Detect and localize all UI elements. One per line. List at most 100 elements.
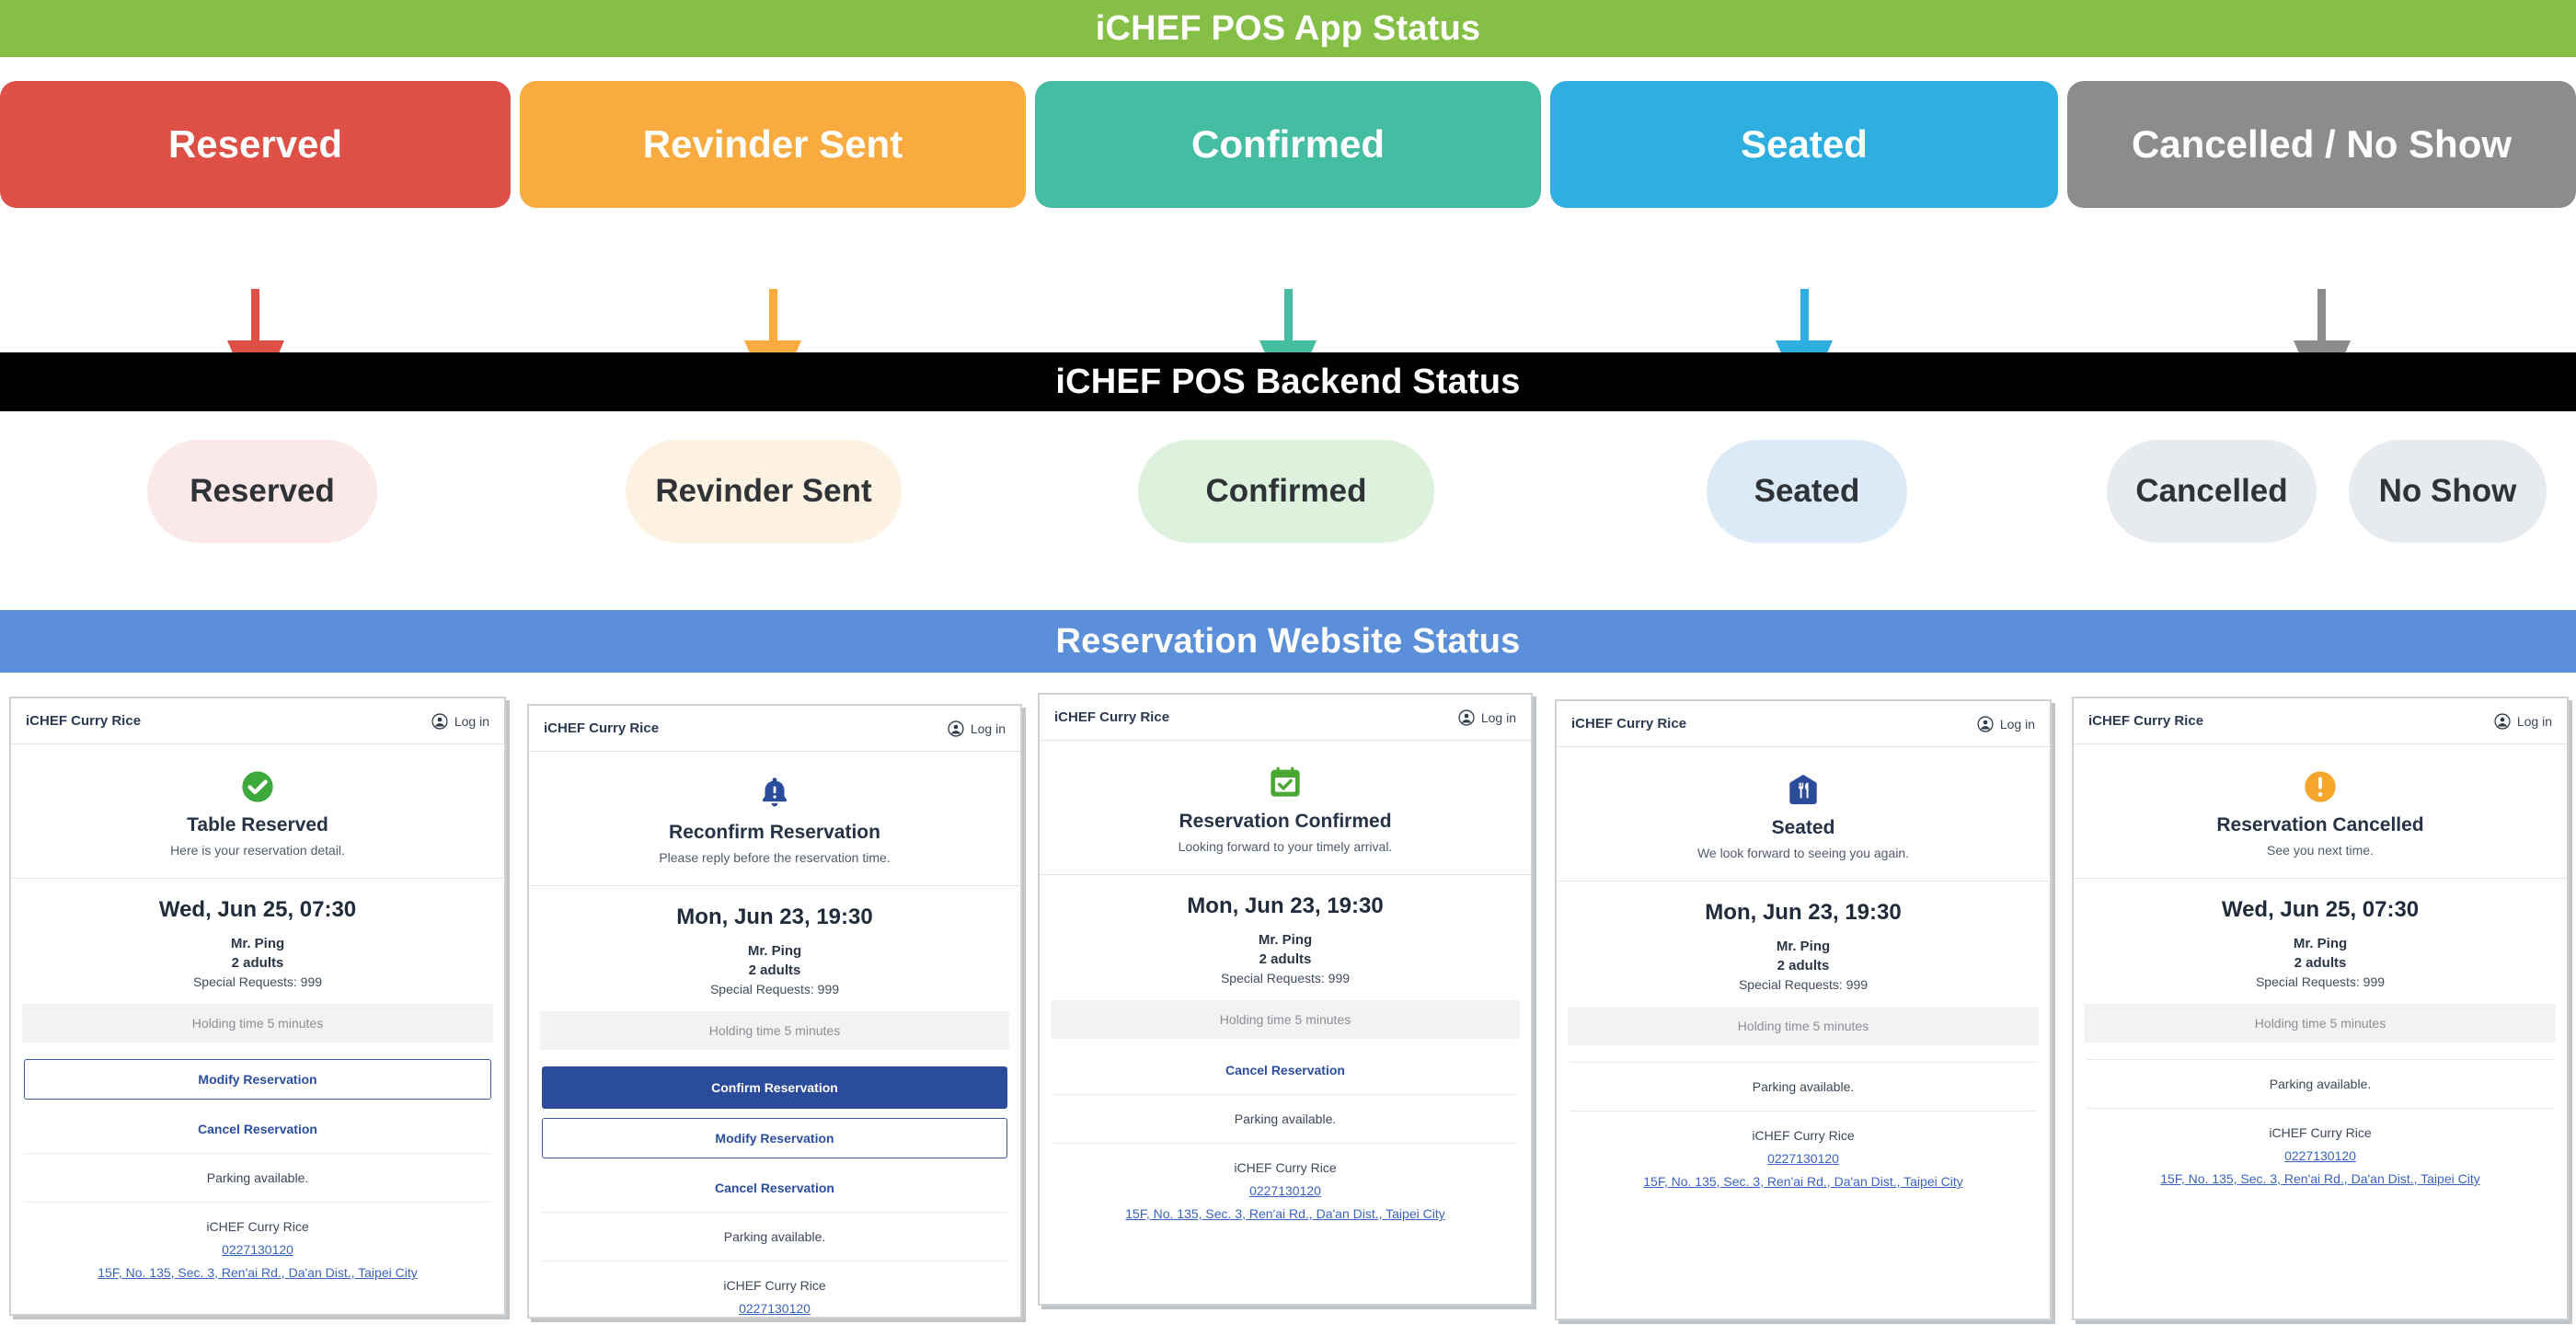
login-button[interactable]: Log in bbox=[948, 720, 1006, 737]
login-label: Log in bbox=[970, 720, 1006, 736]
parking-notice: Parking available. bbox=[2269, 1077, 2372, 1091]
modify-reservation-button[interactable]: Modify Reservation bbox=[24, 1059, 491, 1100]
reservation-datetime: Mon, Jun 23, 19:30 bbox=[1705, 900, 1902, 925]
footer-restaurant-name: iCHEF Curry Rice bbox=[2269, 1125, 2372, 1140]
backend-status-pill-no-show: No Show bbox=[2349, 440, 2547, 543]
footer-address-link[interactable]: 15F, No. 135, Sec. 3, Ren'ai Rd., Da'an … bbox=[1643, 1174, 1963, 1189]
guest-name: Mr. Ping bbox=[2293, 936, 2348, 951]
footer-phone-link[interactable]: 0227130120 bbox=[222, 1242, 293, 1257]
footer-phone-link[interactable]: 0227130120 bbox=[739, 1301, 811, 1316]
cancel-reservation-link[interactable]: Cancel Reservation bbox=[1225, 1063, 1345, 1077]
guest-name: Mr. Ping bbox=[1776, 939, 1831, 954]
app-status-chip-label: Revinder Sent bbox=[642, 121, 903, 166]
login-button[interactable]: Log in bbox=[2494, 712, 2552, 730]
footer-address-link[interactable]: 15F, No. 135, Sec. 3, Ren'ai Rd., Da'an … bbox=[2160, 1171, 2480, 1186]
party-size: 2 adults bbox=[231, 955, 284, 971]
card-status-subtitle: We look forward to seeing you again. bbox=[1696, 846, 1910, 860]
special-requests: Special Requests: 999 bbox=[1738, 977, 1869, 992]
party-size: 2 adults bbox=[1777, 958, 1830, 974]
restaurant-house-icon bbox=[1566, 771, 2041, 808]
app-status-banner: iCHEF POS App Status bbox=[0, 0, 2576, 57]
card-status-subtitle: Please reply before the reservation time… bbox=[659, 850, 891, 865]
card-status-title: Reservation Confirmed bbox=[1179, 811, 1392, 832]
restaurant-brand-name: iCHEF Curry Rice bbox=[1054, 709, 1170, 725]
flow-arrow-stem bbox=[2317, 289, 2326, 346]
cancel-reservation-link[interactable]: Cancel Reservation bbox=[715, 1181, 834, 1195]
divider-below-parking bbox=[24, 1202, 491, 1203]
app-status-chip-revinder-sent: Revinder Sent bbox=[520, 81, 1026, 208]
account-circle-icon bbox=[2494, 712, 2511, 730]
app-status-chip-reserved: Reserved bbox=[0, 81, 511, 208]
app-status-chip-label: Reserved bbox=[167, 121, 343, 166]
party-size: 2 adults bbox=[748, 962, 801, 978]
footer-address-link[interactable]: 15F, No. 135, Sec. 3, Ren'ai Rd., Da'an … bbox=[98, 1265, 418, 1280]
card-status-subtitle: See you next time. bbox=[2267, 843, 2374, 858]
flow-arrow-stem bbox=[768, 289, 777, 346]
reservation-datetime: Mon, Jun 23, 19:30 bbox=[1187, 893, 1384, 918]
account-circle-icon bbox=[431, 712, 448, 730]
footer-address-link[interactable]: 15F, No. 135, Sec. 3, Ren'ai Rd., Da'an … bbox=[1125, 1206, 1445, 1221]
website-status-banner: Reservation Website Status bbox=[0, 610, 2576, 673]
footer-phone-link[interactable]: 0227130120 bbox=[1767, 1151, 1839, 1166]
divider-above-parking bbox=[1570, 1062, 2037, 1063]
modify-reservation-button[interactable]: Modify Reservation bbox=[542, 1118, 1007, 1158]
cancel-reservation-link[interactable]: Cancel Reservation bbox=[198, 1122, 317, 1136]
card-status-title: Table Reserved bbox=[187, 814, 328, 835]
party-size: 2 adults bbox=[1259, 951, 1312, 967]
bell-alert-icon bbox=[538, 776, 1011, 812]
reservation-card-reservation-confirmed: iCHEF Curry Rice Log in Reservation Confir… bbox=[1038, 693, 1533, 1306]
guest-name: Mr. Ping bbox=[1258, 932, 1313, 948]
login-label: Log in bbox=[2516, 713, 2552, 729]
backend-status-pill-cancelled: Cancelled bbox=[2107, 440, 2317, 543]
restaurant-brand-name: iCHEF Curry Rice bbox=[26, 713, 142, 729]
card-status-subtitle: Here is your reservation detail. bbox=[170, 843, 345, 858]
backend-status-pill-label: Reserved bbox=[190, 473, 335, 509]
divider-above-parking bbox=[542, 1212, 1007, 1213]
login-button[interactable]: Log in bbox=[1977, 715, 2035, 732]
parking-notice: Parking available. bbox=[723, 1229, 826, 1244]
guest-name: Mr. Ping bbox=[230, 936, 285, 951]
flow-arrow-stem bbox=[251, 289, 259, 346]
app-status-banner-title: iCHEF POS App Status bbox=[1095, 8, 1481, 48]
app-status-chip-confirmed: Confirmed bbox=[1035, 81, 1541, 208]
app-status-chip-label: Confirmed bbox=[1191, 121, 1385, 166]
footer-phone-link[interactable]: 0227130120 bbox=[1249, 1183, 1321, 1198]
card-hero: Seated We look forward to seeing you agai… bbox=[1557, 747, 2050, 881]
footer-phone-link[interactable]: 0227130120 bbox=[2284, 1148, 2356, 1163]
special-requests: Special Requests: 999 bbox=[2255, 974, 2386, 989]
login-button[interactable]: Log in bbox=[431, 712, 489, 730]
divider-below-parking bbox=[542, 1261, 1007, 1262]
holding-time-notice: Holding time 5 minutes bbox=[540, 1011, 1009, 1050]
card-status-title: Reconfirm Reservation bbox=[669, 822, 880, 843]
card-status-title: Seated bbox=[1771, 817, 1835, 838]
holding-time-notice: Holding time 5 minutes bbox=[1051, 1000, 1520, 1039]
backend-status-pill-confirmed: Confirmed bbox=[1138, 440, 1434, 543]
backend-status-banner: iCHEF POS Backend Status bbox=[0, 352, 2576, 411]
backend-status-pill-label: Revinder Sent bbox=[655, 473, 872, 509]
divider-below-parking bbox=[1570, 1111, 2037, 1112]
guest-name: Mr. Ping bbox=[747, 943, 802, 959]
backend-status-pill-reserved: Reserved bbox=[147, 440, 377, 543]
parking-notice: Parking available. bbox=[1752, 1079, 1855, 1094]
party-size: 2 adults bbox=[2294, 955, 2347, 971]
login-button[interactable]: Log in bbox=[1458, 709, 1516, 726]
parking-notice: Parking available. bbox=[206, 1170, 309, 1185]
website-status-banner-title: Reservation Website Status bbox=[1055, 621, 1521, 661]
reservation-datetime: Wed, Jun 25, 07:30 bbox=[158, 897, 357, 922]
backend-status-pill-revinder-sent: Revinder Sent bbox=[626, 440, 902, 543]
confirm-reservation-button[interactable]: Confirm Reservation bbox=[542, 1066, 1007, 1109]
backend-status-pill-label: Seated bbox=[1754, 473, 1860, 509]
divider-above-parking bbox=[2087, 1059, 2554, 1060]
account-circle-icon bbox=[948, 720, 964, 737]
